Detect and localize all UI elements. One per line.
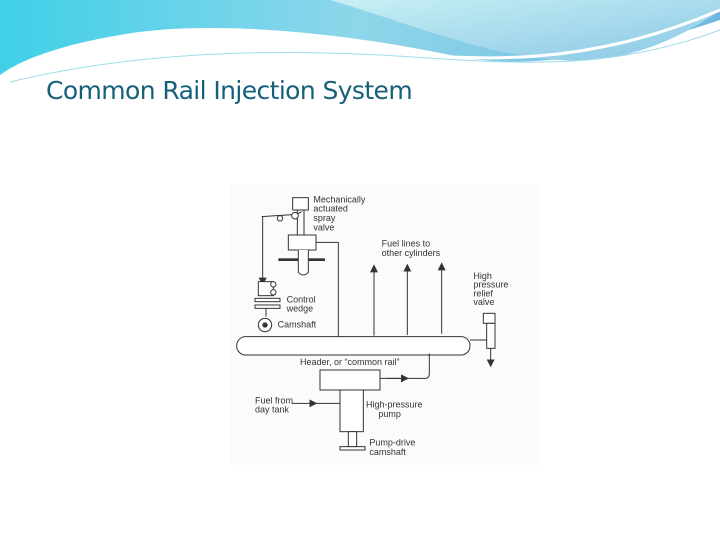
common-rail — [236, 336, 471, 356]
fuel-lines — [370, 262, 446, 336]
label-common-rail: Header, or “common rail” — [300, 357, 400, 367]
high-pressure-pump — [291, 353, 430, 451]
spray-valve — [261, 197, 325, 276]
control-wedge — [254, 216, 281, 333]
relief-valve — [470, 312, 496, 368]
slide-title: Common Rail Injection System — [46, 76, 413, 105]
header-wave-decoration — [0, 0, 720, 83]
label-camshaft: Camshaft — [278, 320, 317, 330]
